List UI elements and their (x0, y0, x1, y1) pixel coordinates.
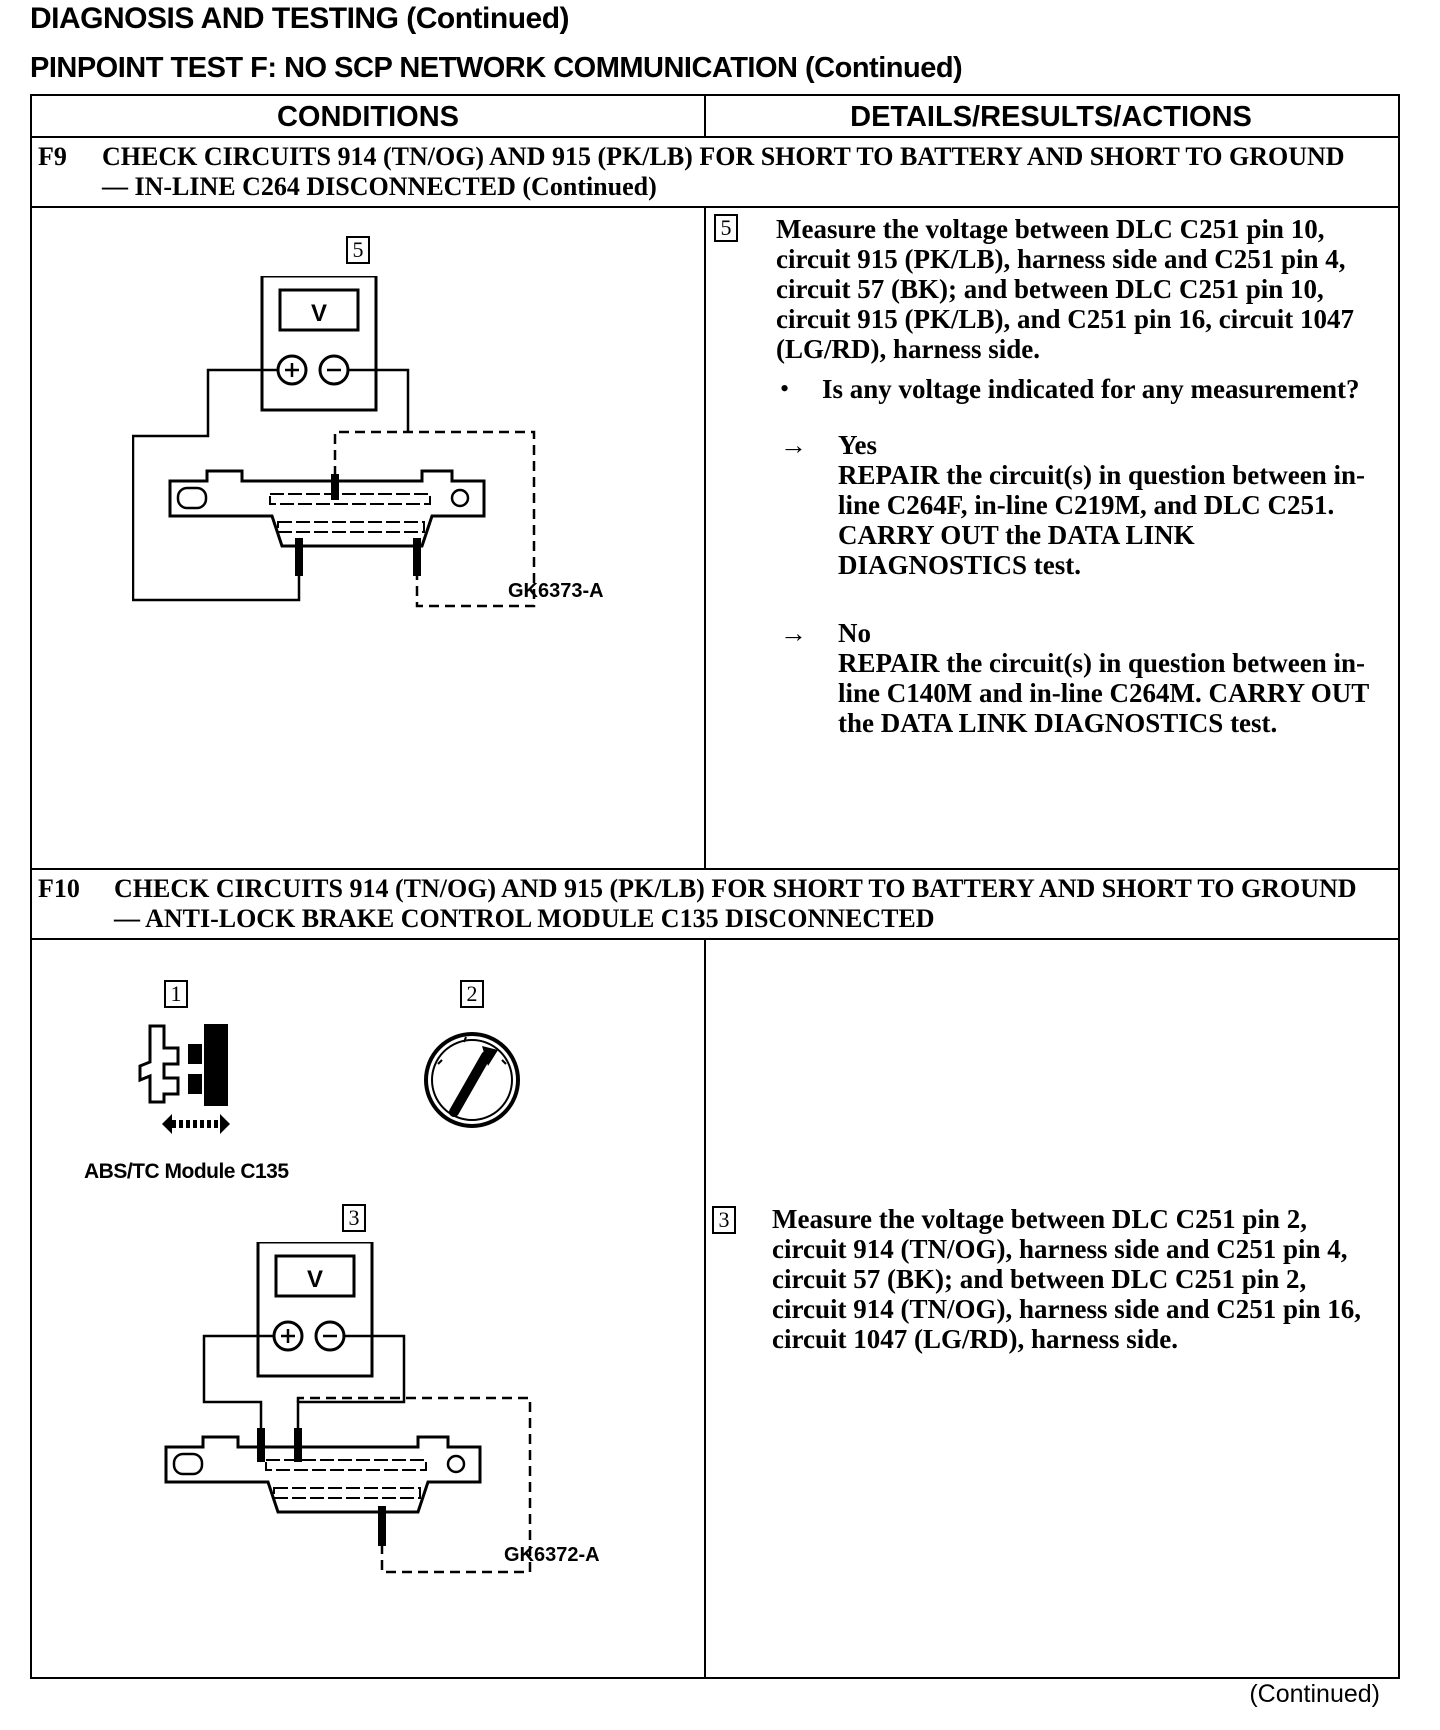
dlc-pin-row-top (265, 1459, 427, 1471)
voltmeter-dlc-diagram: V (164, 1242, 532, 1574)
dlc-connector-icon (168, 469, 486, 548)
arrow-icon: → (780, 430, 807, 460)
probe-icon (295, 538, 303, 576)
jumper-wire-dashed (333, 430, 536, 608)
result-yes-label: Yes (838, 430, 877, 460)
figure-code: GK6373-A (508, 580, 604, 602)
voltmeter-dlc-diagram: V (132, 276, 536, 608)
voltmeter-display (274, 1254, 356, 1298)
figure-code: GK6372-A (504, 1544, 600, 1566)
arrow-left-icon (162, 1114, 172, 1134)
voltmeter-display (278, 288, 360, 332)
connector-disconnect-diagram (138, 1024, 230, 1134)
probe-icon (331, 474, 339, 500)
step-number-box: 2 (460, 980, 484, 1008)
lead-wire (202, 1334, 274, 1430)
result-no-label: No (838, 618, 871, 648)
probe-icon (413, 538, 421, 576)
column-header-details: DETAILS/RESULTS/ACTIONS (850, 101, 1252, 133)
jumper-wire-dashed (296, 1396, 532, 1574)
probe-icon (378, 1506, 386, 1546)
result-no-action: REPAIR the circuit(s) in question betwee… (838, 648, 1369, 738)
step-number-box: 5 (346, 236, 370, 264)
step-title: CHECK CIRCUITS 914 (TN/OG) AND 915 (PK/L… (102, 142, 1345, 201)
ignition-switch-icon (424, 1032, 520, 1128)
result-yes-action: REPAIR the circuit(s) in question betwee… (838, 460, 1365, 580)
column-divider (704, 938, 706, 1678)
arrow-right-icon (220, 1114, 230, 1134)
step-header-f10: F10 CHECK CIRCUITS 914 (TN/OG) AND 915 (… (38, 874, 1388, 936)
dlc-pin-row-bottom (277, 521, 425, 533)
step-number-box: 1 (164, 980, 188, 1008)
voltmeter-body (260, 276, 378, 412)
figure-caption: ABS/TC Module C135 (84, 1160, 289, 1183)
step-instruction: Measure the voltage between DLC C251 pin… (772, 1204, 1362, 1354)
dlc-pin-row-top (269, 493, 431, 505)
connector-half-icon (138, 1024, 180, 1104)
page-title: DIAGNOSIS AND TESTING (Continued) (30, 2, 570, 35)
page-subtitle: PINPOINT TEST F: NO SCP NETWORK COMMUNIC… (30, 52, 963, 84)
rule (32, 938, 1398, 940)
lead-wire (296, 1334, 406, 1430)
pinpoint-table: CONDITIONS DETAILS/RESULTS/ACTIONS F9 CH… (30, 94, 1400, 1679)
column-divider (704, 206, 706, 870)
dlc-pin-row-bottom (273, 1487, 421, 1499)
step-instruction: Measure the voltage between DLC C251 pin… (776, 214, 1355, 364)
step-header-f9: F9 CHECK CIRCUITS 914 (TN/OG) AND 915 (P… (38, 142, 1388, 204)
voltmeter-label: V (311, 300, 327, 327)
probe-icon (257, 1428, 265, 1462)
question-text: Is any voltage indicated for any measure… (822, 374, 1360, 404)
voltmeter-body (256, 1242, 374, 1378)
probe-icon (294, 1428, 302, 1462)
rule (32, 206, 1398, 208)
lead-wire (132, 368, 301, 602)
continued-note: (Continued) (1249, 1680, 1380, 1708)
rule (32, 136, 1398, 138)
step-id: F10 (38, 874, 80, 903)
step-number-box: 5 (714, 214, 738, 242)
lead-wire (348, 368, 410, 432)
step-number-box: 3 (342, 1204, 366, 1232)
dlc-connector-icon (164, 1435, 482, 1514)
step-number-box: 3 (712, 1206, 736, 1234)
step-title: CHECK CIRCUITS 914 (TN/OG) AND 915 (PK/L… (114, 874, 1357, 933)
rule (32, 868, 1398, 870)
column-divider (704, 96, 706, 138)
module-connector-icon (204, 1024, 228, 1106)
ignition-key-icon (449, 1051, 491, 1117)
bullet-icon: • (780, 374, 790, 403)
voltmeter-label: V (307, 1266, 323, 1293)
column-header-conditions: CONDITIONS (276, 101, 460, 133)
arrow-icon: → (780, 618, 807, 648)
step-id: F9 (38, 142, 67, 171)
ignition-switch-diagram (424, 1032, 520, 1128)
